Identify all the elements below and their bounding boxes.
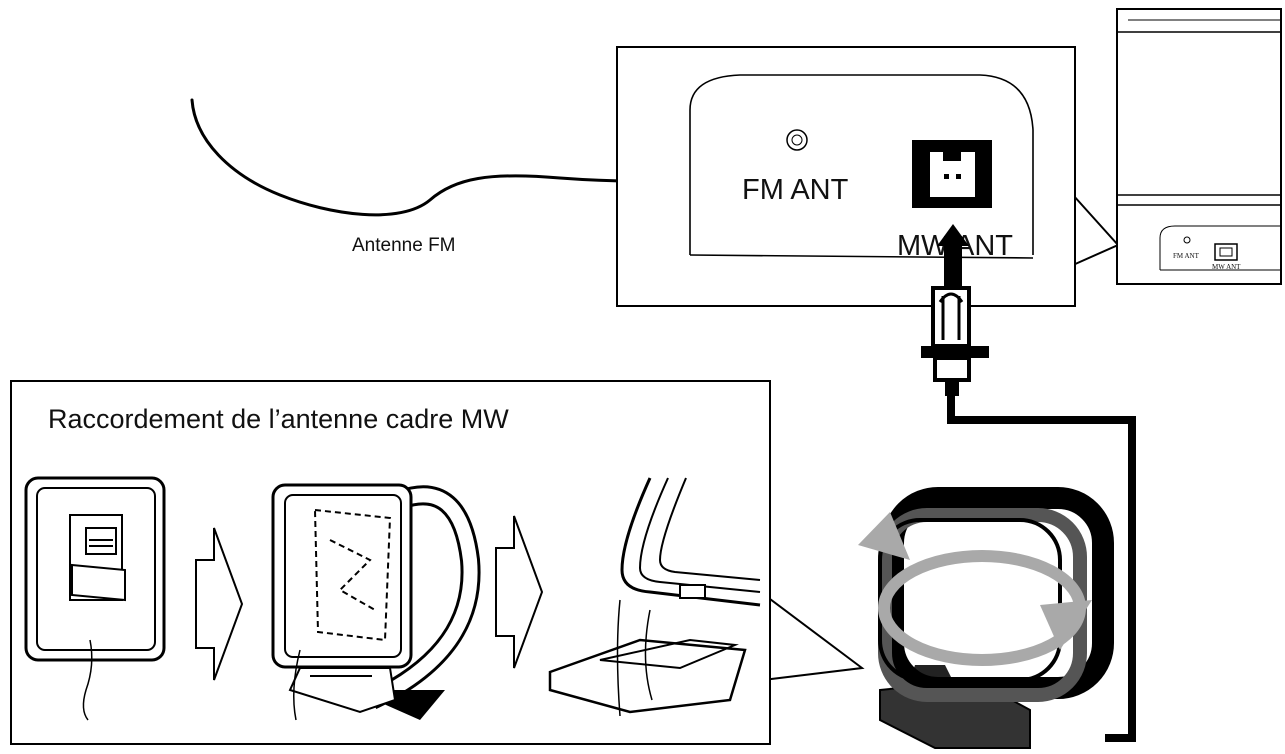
fm-ant-label: FM ANT (742, 174, 849, 206)
folded-loop-antenna-icon (24, 476, 166, 721)
rear-panel-zoom (616, 46, 1120, 307)
mw-cable (947, 395, 1136, 742)
fm-wire-label: Antenne FM (352, 235, 456, 256)
fm-ant-jack-icon (786, 129, 808, 151)
unit-mw-socket-icon (1214, 243, 1238, 261)
unit-fm-ant-label: FM ANT (1173, 252, 1200, 260)
step-arrow-2 (495, 515, 544, 669)
mw-plug-connector (921, 224, 989, 396)
step-arrow-1 (195, 527, 244, 681)
mw-ant-socket-icon (912, 140, 992, 208)
rotation-arrow-icon (858, 512, 1092, 666)
unit-mw-ant-label: MW ANT (1212, 263, 1241, 271)
unfolding-loop-antenna-icon (271, 483, 481, 721)
section-title: Raccordement de l’antenne cadre MW (48, 404, 509, 434)
unit-fm-jack-icon (1183, 236, 1191, 244)
unit-thumbnail (1116, 8, 1282, 285)
stand-clip-icon (548, 477, 761, 717)
